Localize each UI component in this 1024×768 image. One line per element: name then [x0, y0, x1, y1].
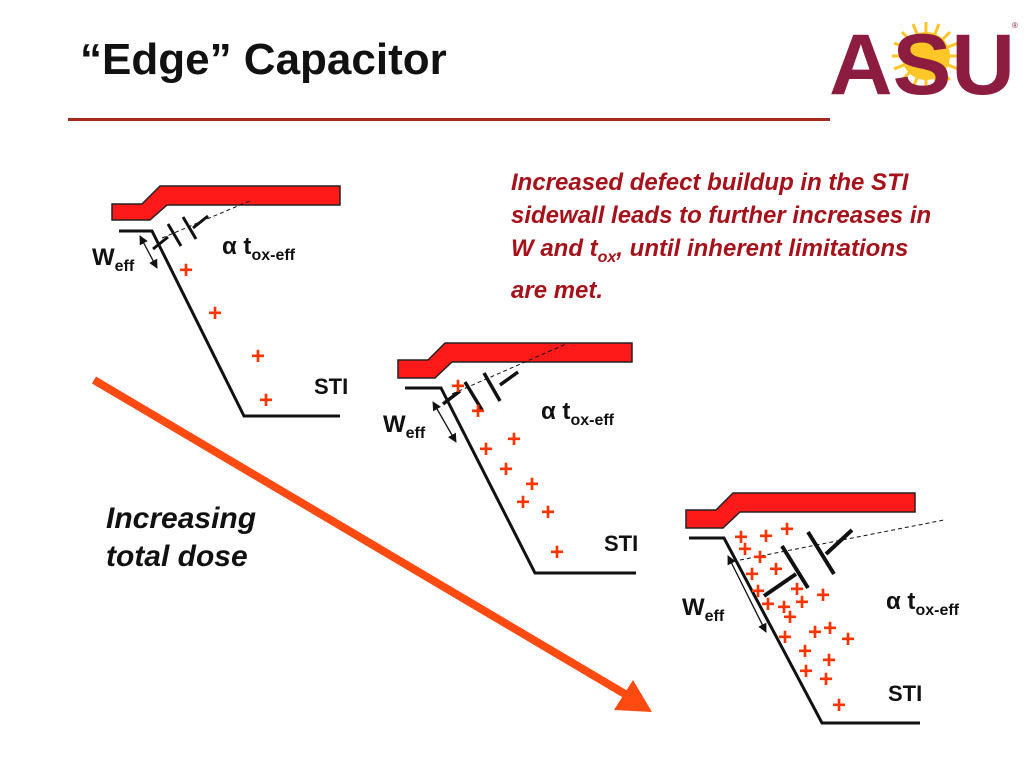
stage2-structure — [397, 342, 636, 575]
svg-text:+: + — [783, 604, 797, 631]
svg-text:+: + — [479, 436, 493, 463]
svg-text:+: + — [751, 578, 765, 605]
svg-text:+: + — [208, 300, 222, 327]
stage1-tox-label: α tox-eff — [222, 233, 295, 264]
stage3-weff-label: Weff — [682, 594, 725, 625]
svg-text:+: + — [738, 536, 752, 563]
svg-text:+: + — [769, 556, 783, 583]
stage2-sti-label: STI — [604, 531, 639, 556]
svg-text:+: + — [761, 591, 775, 618]
svg-text:+: + — [808, 619, 822, 646]
svg-text:+: + — [179, 257, 193, 284]
svg-text:+: + — [841, 626, 855, 653]
svg-text:+: + — [822, 647, 836, 674]
increasing-dose-label: Increasing total dose — [106, 502, 257, 573]
svg-text:+: + — [777, 594, 791, 621]
slide-title: “Edge” Capacitor — [80, 35, 447, 84]
stage2-sidewall — [405, 386, 636, 575]
svg-text:+: + — [507, 426, 521, 453]
svg-text:+: + — [798, 638, 812, 665]
svg-text:+: + — [259, 387, 273, 414]
svg-text:+: + — [734, 524, 748, 551]
stage1-charges: + + + + — [179, 257, 273, 414]
stage3-structure — [685, 492, 945, 725]
svg-text:+: + — [790, 576, 804, 603]
stage2-charges: + + + + + + + + + — [451, 373, 564, 566]
svg-text:+: + — [525, 471, 539, 498]
stage1-weff-label: Weff — [92, 244, 135, 275]
stage1-gate — [111, 185, 341, 221]
svg-text:+: + — [541, 499, 555, 526]
stage3-gate — [685, 492, 916, 529]
svg-text:+: + — [778, 624, 792, 651]
stage2-gate — [397, 342, 633, 379]
asu-logo: ASU ® — [829, 17, 1018, 100]
logo-text: ASU — [829, 17, 1015, 100]
stage1-sidewall — [119, 229, 340, 418]
stage2-tox-label: α tox-eff — [541, 398, 614, 429]
svg-text:+: + — [745, 561, 759, 588]
sunburst-icon — [892, 22, 960, 90]
stage3-tox-label: α tox-eff — [886, 588, 959, 619]
stage1-structure — [111, 185, 341, 418]
description-text: Increased defect buildup in the STI side… — [511, 169, 932, 304]
svg-text:+: + — [499, 456, 513, 483]
svg-text:+: + — [251, 343, 265, 370]
stage2-weff-label: Weff — [383, 411, 426, 442]
svg-text:®: ® — [1012, 21, 1018, 30]
stage3-sidewall — [689, 536, 920, 725]
stage3-sti-label: STI — [888, 681, 923, 706]
dose-arrow — [91, 376, 652, 712]
svg-text:+: + — [451, 373, 465, 400]
svg-text:+: + — [832, 692, 846, 719]
svg-text:+: + — [759, 523, 773, 550]
svg-text:+: + — [550, 539, 564, 566]
svg-text:+: + — [795, 589, 809, 616]
title-underline — [68, 118, 830, 121]
svg-text:+: + — [816, 582, 830, 609]
svg-text:+: + — [516, 489, 530, 516]
svg-text:+: + — [799, 658, 813, 685]
svg-text:+: + — [780, 516, 794, 543]
svg-text:+: + — [753, 544, 767, 571]
charges: + + + + + + + + + + + + + + + + + + + + … — [179, 257, 855, 719]
stage3-charges: + + + + + + + + + + + + + + + + + + + + … — [734, 516, 855, 719]
svg-text:+: + — [823, 615, 837, 642]
stage1-sti-label: STI — [314, 374, 349, 399]
svg-text:+: + — [471, 398, 485, 425]
svg-text:+: + — [819, 666, 833, 693]
